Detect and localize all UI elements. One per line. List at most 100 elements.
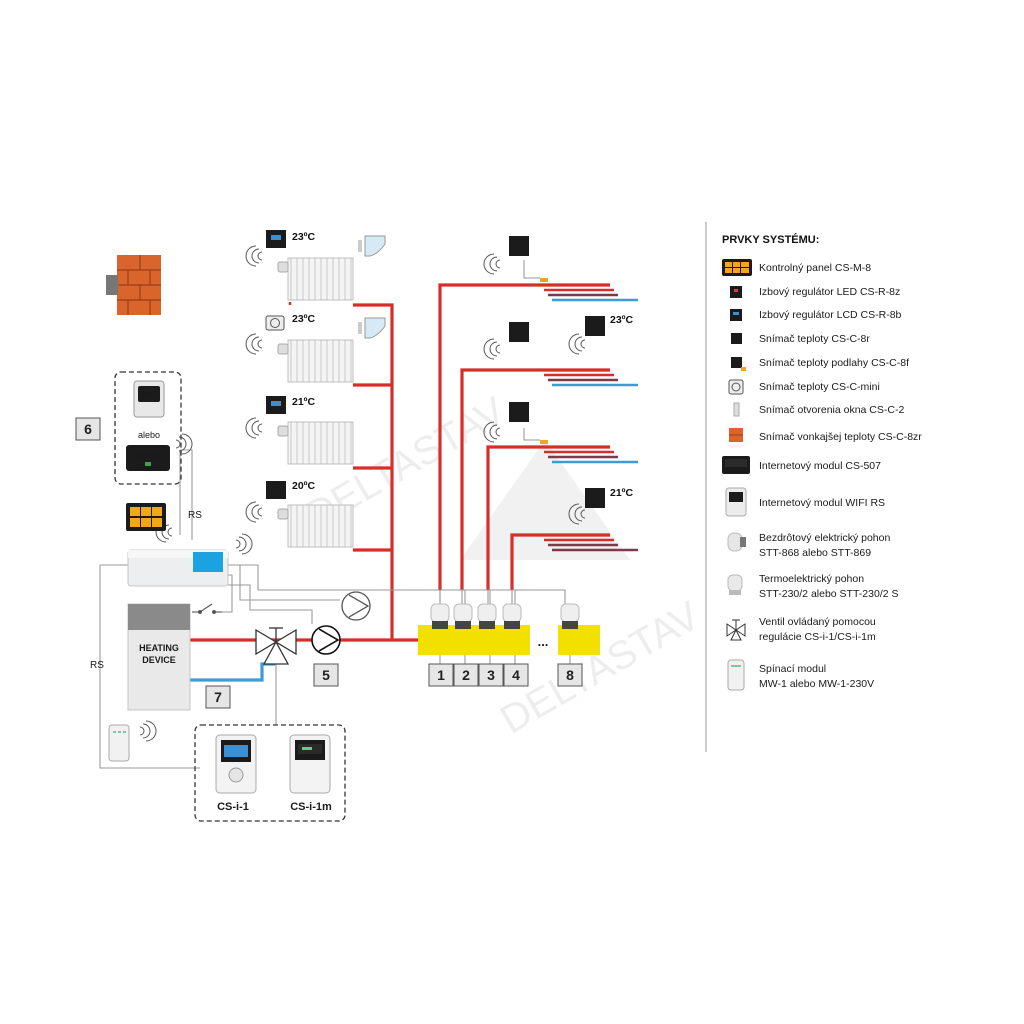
switch-module-icon — [108, 724, 130, 762]
pump-upper — [341, 591, 371, 621]
legend-label-13b: MW-1 alebo MW-1-230V — [759, 678, 874, 690]
thermo-actuator-icon — [453, 603, 473, 629]
window-sensor-icon — [733, 402, 740, 417]
zone-label-8: 8 — [566, 667, 574, 683]
lcd-regulator-icon — [730, 309, 742, 321]
wifi-module-label: WiFi — [141, 391, 158, 400]
radiator-4-temp: 20ºC — [292, 480, 316, 492]
legend-label-7: Snímač vonkajšej teploty CS-C-8zr — [759, 431, 922, 443]
window-sensor-icon — [358, 235, 386, 257]
thermo-actuator-icon — [560, 603, 580, 629]
thermo-actuator-icon — [430, 603, 450, 629]
manifold: ... — [418, 625, 600, 655]
wireless-icon — [245, 333, 263, 355]
radiator-1-temp: 23ºC — [292, 231, 316, 243]
wireless-icon — [568, 333, 586, 355]
cs-i-controllers-group: CS-i-1 CS-i-1m — [194, 724, 346, 822]
cs-i-1-device — [215, 734, 257, 794]
mini-sensor-icon — [728, 379, 744, 395]
zone-label-2: 2 — [462, 667, 470, 683]
temp-sensor-icon — [585, 488, 605, 508]
cs-i-1m-device — [289, 734, 331, 794]
zone-box-3: 3 — [478, 663, 504, 687]
rs-label-left: RS — [90, 660, 104, 671]
heating-device-label-2: DEVICE — [142, 655, 176, 665]
legend-label-9: Internetový modul WIFI RS — [759, 497, 885, 509]
cs-i-1-label: CS-i-1 — [217, 801, 249, 813]
watermark: DELTASTAV DELTASTAV — [299, 389, 708, 743]
wireless-icon — [175, 433, 193, 455]
lcd-regulator-icon — [266, 396, 286, 414]
legend-label-3: Snímač teploty CS-C-8r — [759, 333, 870, 345]
radiator-1 — [277, 257, 354, 301]
mini-sensor-icon — [265, 315, 285, 331]
floor-zone-temp-1: 23ºC — [610, 314, 634, 326]
temp-sensor-icon — [509, 322, 529, 342]
legend-label-11a: Termoelektrický pohon — [759, 573, 864, 585]
legend-labels: Kontrolný panel CS-M-8 Izbový regulátor … — [759, 262, 922, 690]
rs-label-top: RS — [188, 510, 202, 521]
temp-sensor-icon — [585, 316, 605, 336]
zone-label-3: 3 — [487, 667, 495, 683]
wifi-module-icon — [725, 487, 747, 517]
radiator-2-temp: 23ºC — [292, 313, 316, 325]
control-panel-icon — [126, 503, 166, 531]
cs-i-1m-label: CS-i-1m — [290, 801, 332, 813]
legend-label-12b: regulácie CS-i-1/CS-i-1m — [759, 631, 876, 643]
wireless-actuator-icon — [727, 532, 746, 552]
legend-title: PRVKY SYSTÉMU: — [722, 233, 819, 246]
temp-sensor-icon — [266, 481, 286, 499]
valve-icon — [726, 619, 746, 641]
floor-sensor-icon — [731, 357, 746, 371]
legend-icons — [722, 259, 752, 691]
legend-label-4: Snímač teploty podlahy CS-C-8f — [759, 357, 909, 369]
switch-module-icon — [727, 659, 745, 691]
floor-loops — [540, 278, 638, 552]
zone-box-4: 4 — [503, 663, 529, 687]
pump-lower — [311, 625, 341, 655]
zone-label-1: 1 — [437, 667, 445, 683]
legend-label-10a: Bezdrôtový elektrický pohon — [759, 532, 890, 544]
window-sensor-icon — [358, 317, 386, 339]
zone-box-2: 2 — [453, 663, 479, 687]
alebo-label: alebo — [138, 430, 160, 440]
cs507-label: CS-507 — [134, 451, 162, 460]
outdoor-sensor-icon — [106, 255, 161, 315]
box-5: 5 — [313, 663, 339, 687]
legend-label-0: Kontrolný panel CS-M-8 — [759, 262, 871, 274]
manifold-ellipsis: ... — [538, 634, 549, 649]
zone-label-4: 4 — [512, 667, 520, 683]
wireless-icon — [483, 338, 501, 360]
wireless-icon — [483, 253, 501, 275]
thermo-actuator-icon — [502, 603, 522, 629]
internet-module-icon — [722, 456, 750, 474]
box-7-label: 7 — [214, 689, 222, 705]
heating-device-label-1: HEATING — [139, 643, 179, 653]
radiator-3-temp: 21ºC — [292, 396, 316, 408]
floor-zone-temp-2: 21ºC — [610, 487, 634, 499]
legend-label-8: Internetový modul CS-507 — [759, 460, 881, 472]
wireless-icon — [139, 720, 157, 742]
thermo-actuator-icon — [727, 574, 743, 595]
temp-sensor-icon — [509, 402, 529, 422]
legend-label-6: Snímač otvorenia okna CS-C-2 — [759, 404, 904, 416]
temp-sensor-icon — [509, 236, 529, 256]
legend-label-5: Snímač teploty CS-C-mini — [759, 381, 880, 393]
box-7: 7 — [205, 685, 231, 709]
box-5-label: 5 — [322, 667, 330, 683]
temp-sensor-icon — [731, 333, 742, 344]
box-6: 6 — [75, 417, 101, 441]
internet-module-group: WiFi alebo CS-507 — [114, 371, 182, 485]
wireless-icon — [245, 417, 263, 439]
legend-label-11b: STT-230/2 alebo STT-230/2 S — [759, 588, 899, 600]
cold-pipes — [190, 662, 275, 682]
control-panel-icon — [722, 259, 752, 276]
legend-label-1: Izbový regulátor LED CS-R-8z — [759, 286, 900, 298]
zone-box-1: 1 — [428, 663, 454, 687]
box-6-label: 6 — [84, 421, 92, 437]
led-regulator-icon — [730, 286, 742, 298]
radiator-4 — [277, 504, 354, 548]
outdoor-sensor-icon — [729, 428, 743, 442]
legend-label-12a: Ventil ovládaný pomocou — [759, 616, 876, 628]
